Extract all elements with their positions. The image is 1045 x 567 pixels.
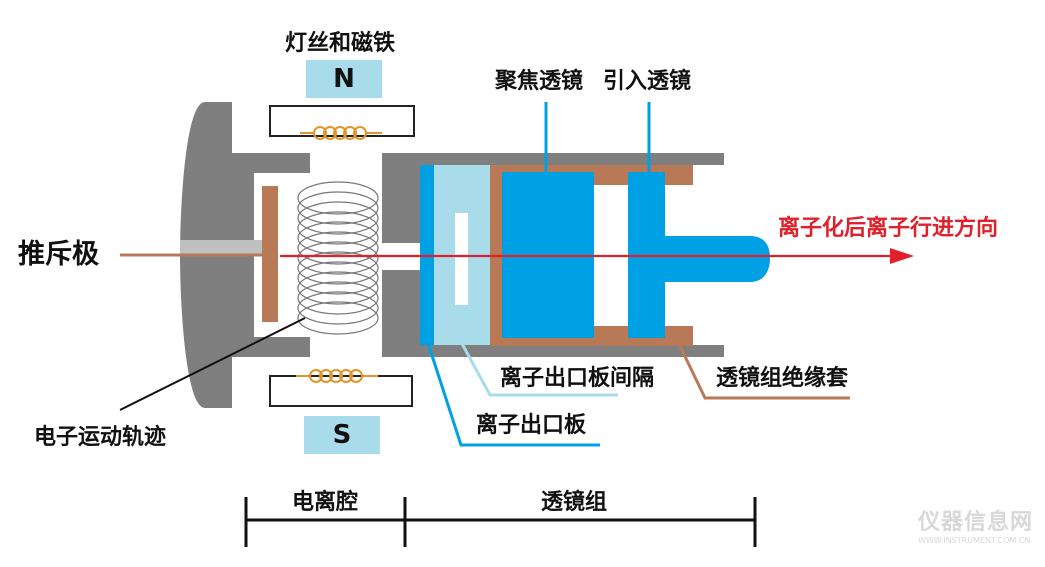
watermark: 仪器信息网 WWW.INSTRUMENT.COM.CN <box>918 504 1033 545</box>
magnet-n: N <box>306 60 382 98</box>
ion-direction-arrowhead <box>890 248 914 264</box>
label-filament-magnet: 灯丝和磁铁 <box>285 31 396 56</box>
housing-top-right <box>382 153 724 165</box>
label-ion-chamber: 电离腔 <box>292 490 359 515</box>
housing-top-left <box>232 153 310 173</box>
label-repeller: 推斥极 <box>18 239 99 270</box>
filament-spiral <box>297 181 379 335</box>
bottom-coil <box>296 369 378 383</box>
top-coil <box>300 126 382 140</box>
chamber-wall-top <box>382 165 420 243</box>
electron-path-pointer <box>119 317 306 411</box>
insulator-pointer <box>678 345 850 400</box>
entrance-lens-nozzle <box>665 236 770 282</box>
exit-plate-slit <box>455 213 468 305</box>
repeller-plate <box>262 186 278 322</box>
label-ion-direction: 离子化后离子行进方向 <box>778 216 999 241</box>
repeller-rod <box>180 240 262 254</box>
top-magnet-bracket <box>269 105 415 137</box>
watermark-sub: WWW.INSTRUMENT.COM.CN <box>917 536 1031 545</box>
label-lens-insulator: 透镜组绝缘套 <box>716 366 849 391</box>
label-focus-lens: 聚焦透镜 <box>495 69 584 94</box>
exit-plate-pointer <box>425 339 600 447</box>
watermark-text: 仪器信息网 <box>917 510 1033 535</box>
label-electron-path: 电子运动轨迹 <box>34 425 167 450</box>
chamber-wall-bottom <box>382 270 420 345</box>
label-exit-plate-gap: 离子出口板间隔 <box>500 366 655 391</box>
magnet-s: S <box>304 416 380 454</box>
label-entrance-lens: 引入透镜 <box>603 69 692 94</box>
exit-plate-gap-pointer <box>458 339 618 397</box>
label-lens-group: 透镜组 <box>541 490 608 515</box>
housing-bottom-left <box>232 337 310 357</box>
bottom-bracket <box>244 497 757 547</box>
label-exit-plate: 离子出口板 <box>476 413 587 438</box>
